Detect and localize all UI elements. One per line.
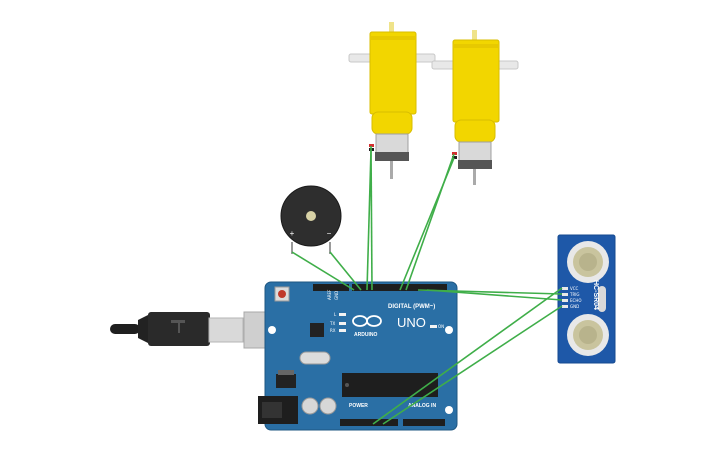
tx-led-label: TX (329, 321, 335, 326)
wire-motor1-b (366, 149, 372, 291)
l-led-label: L (334, 312, 337, 317)
arduino-uno-board[interactable]: L TX RX ON ARDUINO UNO DIGITAL (PWM~) AR… (258, 281, 458, 431)
usb-cable[interactable] (110, 311, 291, 349)
reset-button[interactable] (278, 290, 286, 298)
rx-led-label: RX (330, 328, 336, 333)
brand-label: ARDUINO (354, 332, 377, 338)
wire-buzzer-plus (291, 251, 355, 291)
ultrasonic-sensor-hc-sr04[interactable]: VCC TRIG ECHO GND HC-SR04 (557, 234, 616, 364)
digital-header-label: DIGITAL (PWM~) (388, 304, 435, 310)
buzzer-plus-label: + (290, 229, 295, 238)
model-label: UNO (397, 315, 426, 330)
sensor-pin-echo: ECHO (570, 298, 581, 303)
sensor-name-label: HC-SR04 (592, 280, 599, 310)
wire-sensor-echo (426, 289, 563, 301)
sensor-pin-trig: TRIG (569, 292, 580, 297)
dc-motor-1[interactable] (348, 22, 436, 179)
wire-sensor-vcc (372, 287, 563, 425)
wire-sensor-gnd (382, 305, 563, 425)
wire-motor2-b (399, 157, 455, 291)
buzzer-minus-label: − (327, 229, 332, 238)
on-led-label: ON (438, 324, 444, 329)
analog-header-label: ANALOG IN (408, 403, 436, 409)
wire-buzzer-minus (329, 251, 362, 291)
aref-label: AREF (327, 289, 332, 300)
sensor-pin-vcc: VCC (570, 286, 579, 291)
piezo-buzzer[interactable]: + − (280, 185, 342, 254)
dc-motor-2[interactable] (431, 30, 519, 185)
gnd-top-label: GND (334, 291, 339, 300)
wires (291, 145, 563, 425)
power-header-label: POWER (349, 403, 368, 409)
sensor-pin-gnd: GND (570, 304, 579, 309)
